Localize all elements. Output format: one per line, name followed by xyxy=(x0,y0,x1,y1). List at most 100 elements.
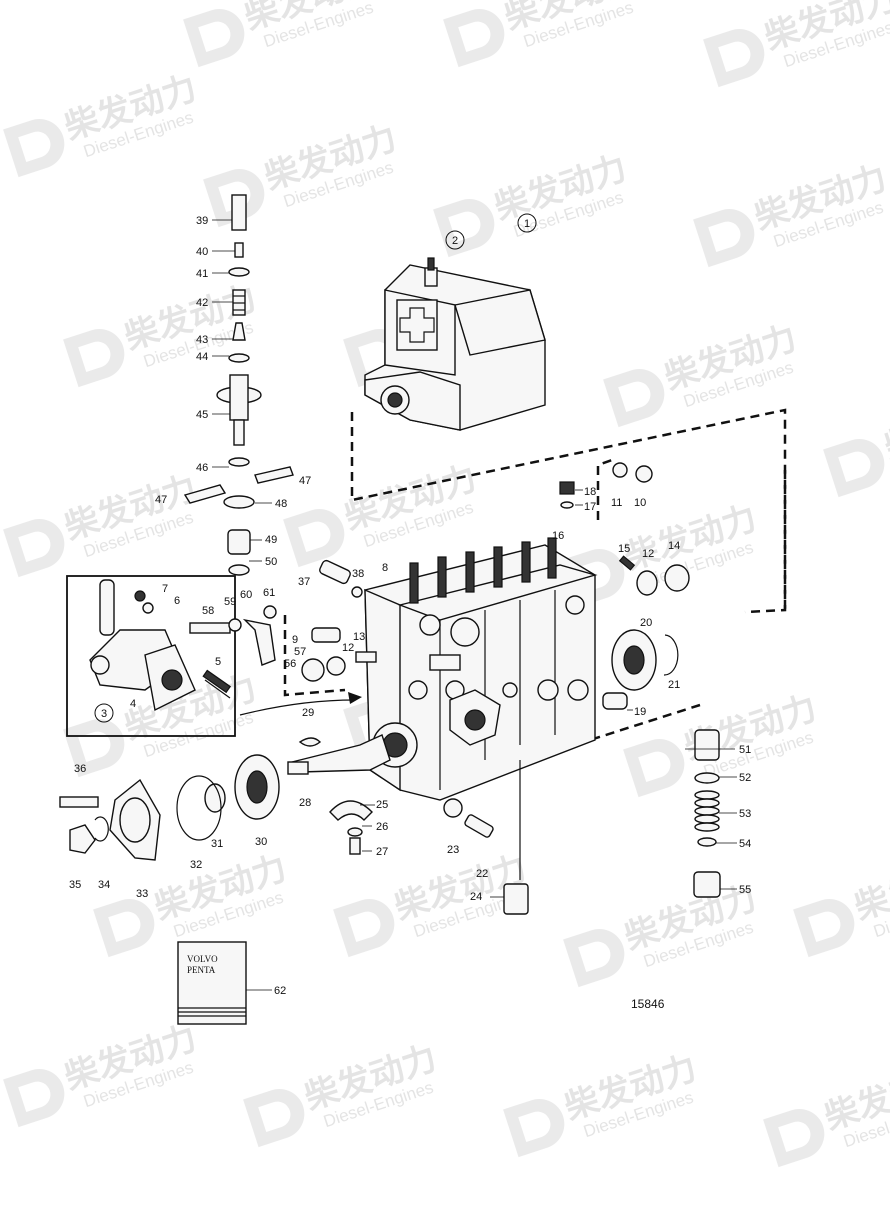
part-label: 47 xyxy=(299,475,311,487)
part-label: 53 xyxy=(739,808,751,820)
part-label: 52 xyxy=(739,772,751,784)
right-parts xyxy=(559,462,721,898)
watermark-logo-icon xyxy=(93,899,155,958)
injection-pump-body xyxy=(239,537,598,880)
callout-1: 1 xyxy=(517,213,537,233)
dashed-connector-top xyxy=(350,408,787,610)
part-label: 57 xyxy=(294,646,306,658)
dashed-connector-bottom xyxy=(589,703,701,742)
callout-2: 2 xyxy=(445,230,465,250)
part-label: 33 xyxy=(136,888,148,900)
part-labels: 4 5 6 7 8 9 10 11 12 12 13 14 15 16 17 1… xyxy=(69,215,751,997)
drawing-number: 15846 xyxy=(631,997,665,1011)
part-label: 58 xyxy=(202,605,214,617)
part-label: 62 xyxy=(274,985,286,997)
part-label: 9 xyxy=(292,634,298,646)
watermark-logo-icon xyxy=(333,899,395,958)
manual-booklet: VOLVO PENTA xyxy=(177,941,247,1025)
watermark-logo-icon xyxy=(433,199,495,258)
svg-text:3: 3 xyxy=(101,708,107,720)
watermark-logo-icon xyxy=(3,119,65,178)
dashed-connector-left xyxy=(283,615,346,697)
part-label: 28 xyxy=(299,797,311,809)
part-label: 49 xyxy=(265,534,277,546)
part-label: 51 xyxy=(739,744,751,756)
part-label: 19 xyxy=(634,706,646,718)
watermark-cn: 柴发动力 xyxy=(880,388,890,468)
part-label: 50 xyxy=(265,556,277,568)
coupling-parts xyxy=(59,754,280,861)
part-label: 20 xyxy=(640,617,652,629)
watermark-logo-icon xyxy=(763,1109,825,1168)
watermark-logo-icon xyxy=(3,1069,65,1128)
part-label: 48 xyxy=(275,498,287,510)
part-label: 29 xyxy=(302,707,314,719)
part-label: 12 xyxy=(642,548,654,560)
watermark-logo-icon xyxy=(693,209,755,268)
part-label: 5 xyxy=(215,656,221,668)
manual-brand-line1: VOLVO xyxy=(187,954,218,964)
part-label: 54 xyxy=(739,838,751,850)
part-label: 15 xyxy=(618,543,630,555)
watermark-logo-icon xyxy=(603,369,665,428)
center-parts xyxy=(189,559,529,915)
leader-lines xyxy=(212,219,737,991)
dashed-connector-right xyxy=(744,470,787,614)
part-label: 24 xyxy=(470,891,482,903)
part-label: 40 xyxy=(196,246,208,258)
part-label: 56 xyxy=(284,658,296,670)
part-label: 47 xyxy=(155,494,167,506)
part-label: 30 xyxy=(255,836,267,848)
watermark-logo-icon xyxy=(283,509,345,568)
watermark-logo-icon xyxy=(823,439,885,498)
part-label: 36 xyxy=(74,763,86,775)
part-label: 8 xyxy=(382,562,388,574)
watermark-logo-icon xyxy=(183,9,245,68)
part-label: 43 xyxy=(196,334,208,346)
part-label: 60 xyxy=(240,589,252,601)
svg-text:2: 2 xyxy=(452,235,458,247)
callout-3: 3 xyxy=(94,703,114,723)
watermark-logo-icon xyxy=(703,29,765,88)
part-label: 55 xyxy=(739,884,751,896)
watermark-logo-icon xyxy=(503,1099,565,1158)
part-label: 39 xyxy=(196,215,208,227)
svg-text:1: 1 xyxy=(524,218,530,230)
part-label: 11 xyxy=(611,497,622,509)
part-label: 4 xyxy=(130,698,136,710)
manual-brand-line2: PENTA xyxy=(187,965,216,975)
watermark-logo-icon xyxy=(443,9,505,68)
part-label: 17 xyxy=(584,501,596,513)
watermark-logo-icon xyxy=(63,719,125,778)
dashed-connector-1618 xyxy=(596,458,613,520)
part-label: 25 xyxy=(376,799,388,811)
part-label: 22 xyxy=(476,868,488,880)
part-label: 37 xyxy=(298,576,310,588)
watermark-cn: 柴发动力 xyxy=(850,848,890,928)
part-label: 42 xyxy=(196,297,208,309)
delivery-valve-stack xyxy=(183,194,294,576)
watermark-logo-icon xyxy=(623,739,685,798)
part-label: 12 xyxy=(342,642,354,654)
watermark-logo-icon xyxy=(63,329,125,388)
feed-pump xyxy=(89,579,232,712)
part-label: 23 xyxy=(447,844,459,856)
part-label: 44 xyxy=(196,351,208,363)
part-label: 45 xyxy=(196,409,208,421)
governor-housing xyxy=(364,257,546,431)
